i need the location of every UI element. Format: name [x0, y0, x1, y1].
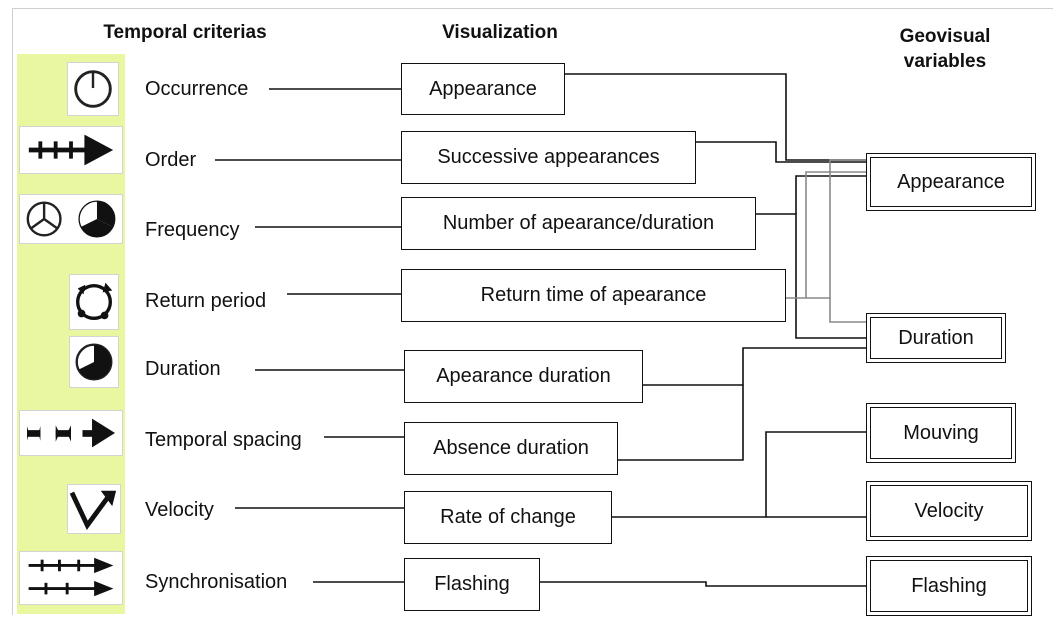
- visualization-appearance-label: Appearance: [429, 77, 537, 100]
- geovisual-duration: Duration: [866, 313, 1006, 363]
- diagram-frame: [12, 8, 1053, 615]
- visualization-rate-of-change: Rate of change: [404, 491, 612, 544]
- visualization-return-time: Return time of apearance: [401, 269, 786, 322]
- visualization-rate-of-change-label: Rate of change: [440, 506, 576, 528]
- criterion-velocity: Velocity: [145, 499, 214, 521]
- visualization-number-of-appearance: Number of apearance/duration: [401, 197, 756, 250]
- geovisual-velocity: Velocity: [866, 481, 1032, 541]
- visualization-absence-duration-label: Absence duration: [433, 437, 589, 459]
- visualization-return-time-label: Return time of apearance: [480, 284, 707, 306]
- criterion-occurrence: Occurrence: [145, 78, 249, 100]
- criterion-frequency: Frequency: [145, 219, 240, 241]
- geovisual-flashing-label: Flashing: [911, 574, 987, 597]
- check-arrow-icon: [67, 484, 121, 534]
- criterion-order: Order: [145, 149, 197, 171]
- visualization-number-of-appearance-label: Number of apearance/duration: [442, 212, 715, 234]
- icon-column: [17, 54, 125, 614]
- sync-arrows-icon: [19, 551, 123, 605]
- criterion-temporal-spacing: Temporal spacing: [145, 429, 302, 451]
- criterion-duration: Duration: [145, 358, 221, 380]
- visualization-appearance-duration-label: Apearance duration: [436, 365, 611, 387]
- visualization-appearance-duration: Apearance duration: [404, 350, 643, 403]
- geovisual-appearance-label: Appearance: [897, 170, 1005, 193]
- visualization-successive-appearances-label: Successive appearances: [437, 146, 660, 168]
- arrow-hatched-icon: [19, 126, 123, 174]
- peace-circles-icon: [19, 194, 123, 244]
- visualization-successive-appearances: Successive appearances: [401, 131, 696, 184]
- visualization-flashing: Flashing: [404, 558, 540, 611]
- geovisual-mouving: Mouving: [866, 403, 1016, 463]
- header-geovisual-variables: Geovisual variables: [899, 26, 991, 72]
- visualization-flashing-label: Flashing: [434, 573, 510, 595]
- cycle-arrows-icon: [69, 274, 119, 330]
- criterion-synchronisation: Synchronisation: [145, 571, 288, 593]
- clock-ring-icon: [67, 62, 119, 116]
- spaced-arrow-icon: [19, 410, 123, 456]
- header-visualization: Visualization: [442, 22, 558, 43]
- geovisual-velocity-label: Velocity: [914, 499, 984, 522]
- geovisual-duration-label: Duration: [898, 326, 974, 349]
- geovisual-flashing: Flashing: [866, 556, 1032, 616]
- half-moon-icon: [69, 336, 119, 388]
- geovisual-mouving-label: Mouving: [903, 421, 979, 444]
- header-temporal-criterias: Temporal criterias: [103, 22, 267, 43]
- geovisual-appearance: Appearance: [866, 153, 1036, 211]
- visualization-appearance: Appearance: [401, 63, 565, 115]
- visualization-absence-duration: Absence duration: [404, 422, 618, 475]
- criterion-return-period: Return period: [145, 290, 267, 312]
